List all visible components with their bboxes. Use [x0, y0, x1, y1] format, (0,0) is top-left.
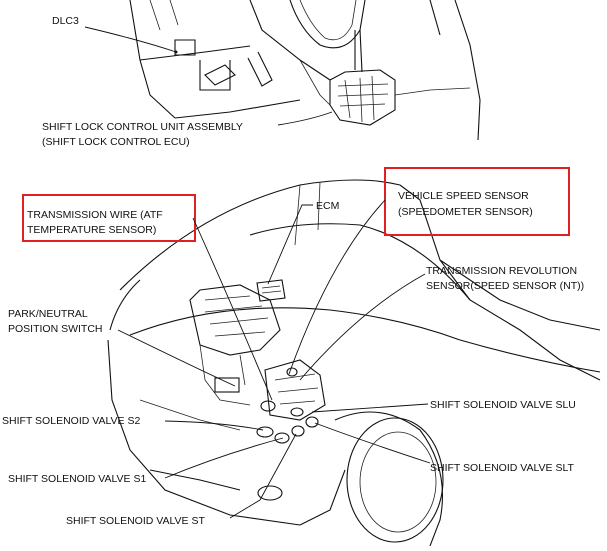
label-speedometer-sensor: (SPEEDOMETER SENSOR) — [398, 206, 533, 218]
leader-lines — [84, 26, 431, 519]
label-vehicle-speed-sensor: VEHICLE SPEED SENSOR — [398, 190, 529, 202]
interior-drawing — [129, 0, 481, 141]
label-solenoid-slu: SHIFT SOLENOID VALVE SLU — [430, 399, 576, 411]
label-solenoid-s1: SHIFT SOLENOID VALVE S1 — [8, 473, 146, 485]
label-transmission-revolution: TRANSMISSION REVOLUTION — [426, 265, 577, 277]
label-ecm: ECM — [316, 200, 339, 212]
label-position-switch: POSITION SWITCH — [8, 323, 103, 335]
label-shift-lock-ecu: (SHIFT LOCK CONTROL ECU) — [42, 136, 190, 148]
label-shift-lock-unit: SHIFT LOCK CONTROL UNIT ASSEMBLY — [42, 121, 243, 133]
highlight-box-transmission-wire — [22, 194, 196, 242]
label-speed-sensor-nt: SENSOR(SPEED SENSOR (NT)) — [426, 280, 584, 292]
label-temperature-sensor: TEMPERATURE SENSOR) — [27, 224, 156, 236]
label-transmission-wire: TRANSMISSION WIRE (ATF — [27, 209, 163, 221]
label-dlc3: DLC3 — [52, 15, 79, 27]
label-solenoid-slt: SHIFT SOLENOID VALVE SLT — [430, 462, 575, 474]
highlight-box-vehicle-speed-sensor — [384, 167, 570, 236]
car-front-drawing — [107, 179, 601, 547]
label-solenoid-s2: SHIFT SOLENOID VALVE S2 — [2, 415, 140, 427]
label-solenoid-st: SHIFT SOLENOID VALVE ST — [66, 515, 205, 527]
label-park-neutral: PARK/NEUTRAL — [8, 308, 88, 320]
